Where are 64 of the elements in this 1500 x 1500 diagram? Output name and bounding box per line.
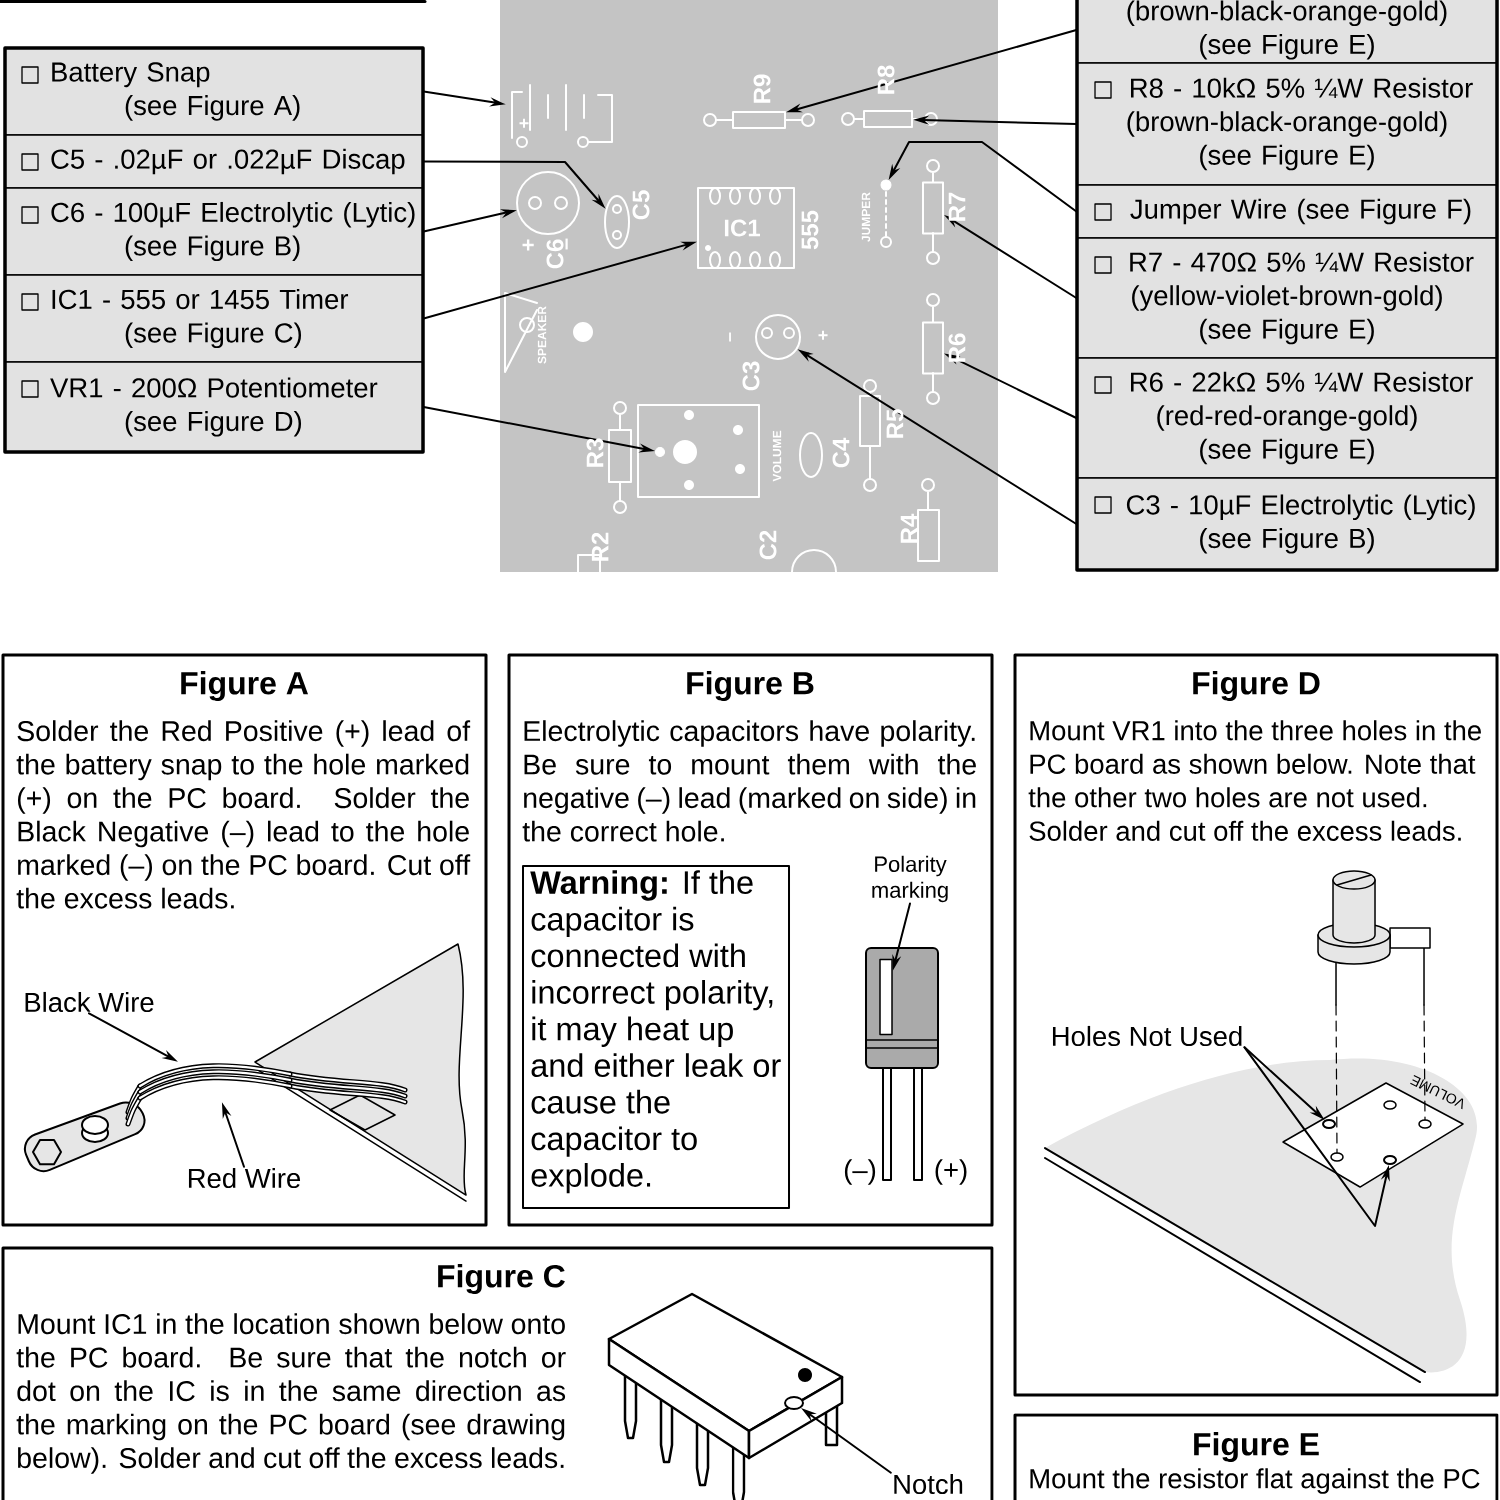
parts-list-row: C6 - 100µF Electrolytic (Lytic) (see Figure B) bbox=[4, 187, 424, 276]
silkscreen-label: C6 bbox=[546, 239, 564, 269]
silkscreen-label: R4 bbox=[900, 513, 918, 543]
capacitor-footprint bbox=[604, 195, 630, 249]
callout-text: Polarity marking bbox=[872, 855, 948, 903]
paragraph-text: Mount IC1 in the location shown below onto the PC board. Be sure that the notch or dot on the IC is in the same direction as the marking on the PC board (see drawing below). Solder and cut off the excess leads. bbox=[16, 1313, 566, 1474]
silkscreen-label: SPEAKER bbox=[537, 306, 547, 364]
callout-text: Red Wire bbox=[188, 1167, 301, 1189]
figure-title: Figure E bbox=[1194, 1432, 1319, 1462]
silkscreen-label: IC1 bbox=[724, 219, 760, 237]
figure-title: Figure A bbox=[181, 671, 308, 701]
silkscreen-label: C2 bbox=[759, 530, 777, 560]
parts-list-row: Battery Snap (see Figure A) bbox=[4, 47, 424, 136]
resistor-footprint bbox=[922, 321, 944, 375]
paragraph-text: Mount VR1 into the three holes in the PC board as shown below. Note that the other two holes are not used. Solder and cut off the excess leads. bbox=[1028, 720, 1481, 841]
board-hole bbox=[1322, 1119, 1336, 1129]
battery-footprint bbox=[511, 84, 613, 148]
leader-arrow bbox=[1243, 1046, 1390, 1227]
ic-footprint bbox=[697, 187, 795, 269]
polarity-stripe bbox=[879, 958, 893, 1036]
parts-list-row: Jumper Wire (see Figure F) bbox=[1076, 184, 1498, 239]
silkscreen-label: – bbox=[729, 332, 731, 342]
resistor-footprint bbox=[732, 111, 786, 129]
silkscreen-label: + bbox=[519, 118, 529, 128]
figure-title: Figure B bbox=[687, 671, 814, 701]
paragraph-text: Mount the resistor flat against the PC bbox=[1030, 1468, 1480, 1494]
resistor-footprint bbox=[922, 181, 944, 235]
ic-notch bbox=[784, 1396, 804, 1410]
callout-text: Notch bbox=[894, 1473, 963, 1495]
capacitor-footprint bbox=[755, 314, 801, 360]
silkscreen-label: – bbox=[565, 238, 568, 250]
silkscreen-label: R3 bbox=[586, 438, 604, 467]
callout-text: Black Wire bbox=[25, 991, 154, 1013]
polarity-sign: (–) bbox=[844, 1159, 876, 1185]
silkscreen-label: R7 bbox=[948, 192, 966, 221]
figure-title: Figure C bbox=[438, 1264, 565, 1294]
board-hole bbox=[1383, 1155, 1397, 1165]
parts-list-row: IC1 - 555 or 1455 Timer (see Figure C) bbox=[4, 274, 424, 363]
parts-list-row: C3 - 10µF Electrolytic (Lytic) (see Figure B) bbox=[1076, 477, 1498, 571]
battery-wires bbox=[137, 1063, 293, 1101]
parts-list-row: C5 - .02µF or .022µF Discap bbox=[4, 134, 424, 189]
silkscreen-label: C4 bbox=[832, 437, 850, 468]
parts-list-row: R6 - 22kΩ 5% ¼W Resistor (red-red-orange-gold) (see Figure E) bbox=[1076, 357, 1498, 479]
silkscreen-label: VOLUME bbox=[772, 430, 782, 482]
capacitor-footprint bbox=[516, 171, 580, 235]
silkscreen-label: JUMPER bbox=[861, 192, 871, 242]
silkscreen-label: C5 bbox=[632, 190, 650, 220]
paragraph-text: Electrolytic capacitors have polarity. Be sure to mount them with the negative (–) lead (marked on side) in the correct hole. bbox=[522, 720, 976, 842]
paragraph-text: Solder the Red Positive (+) lead of the battery snap to the hole marked (+) on the PC board. Solder the Black Negative (–) lead to the hole marked (–) on the PC board. Cut off the excess leads. bbox=[16, 720, 471, 909]
silkscreen-label: C3 bbox=[742, 361, 760, 391]
polarity-sign: (+) bbox=[935, 1159, 967, 1185]
silkscreen-label: 555 bbox=[801, 210, 819, 250]
silkscreen-label: + bbox=[818, 330, 828, 340]
silkscreen-label: R8 bbox=[877, 65, 895, 94]
callout-text: Holes Not Used bbox=[1053, 1025, 1242, 1047]
warning-box: Warning: If the capacitor is connected with incorrect polarity, it may heat up and either leak or cause the capacitor to explode. bbox=[522, 865, 790, 1209]
parts-list-row: (brown-black-orange-gold) (see Figure E) bbox=[1076, 0, 1498, 64]
silkscreen-label: R6 bbox=[948, 333, 966, 362]
jumper-pad bbox=[880, 179, 892, 191]
parts-list-row: VR1 - 200Ω Potentiometer (see Figure D) bbox=[4, 361, 424, 453]
figure-title: Figure D bbox=[1193, 671, 1320, 701]
resistor-footprint bbox=[863, 110, 913, 128]
mounting-hole bbox=[655, 447, 665, 457]
silkscreen-label: R5 bbox=[886, 409, 904, 438]
